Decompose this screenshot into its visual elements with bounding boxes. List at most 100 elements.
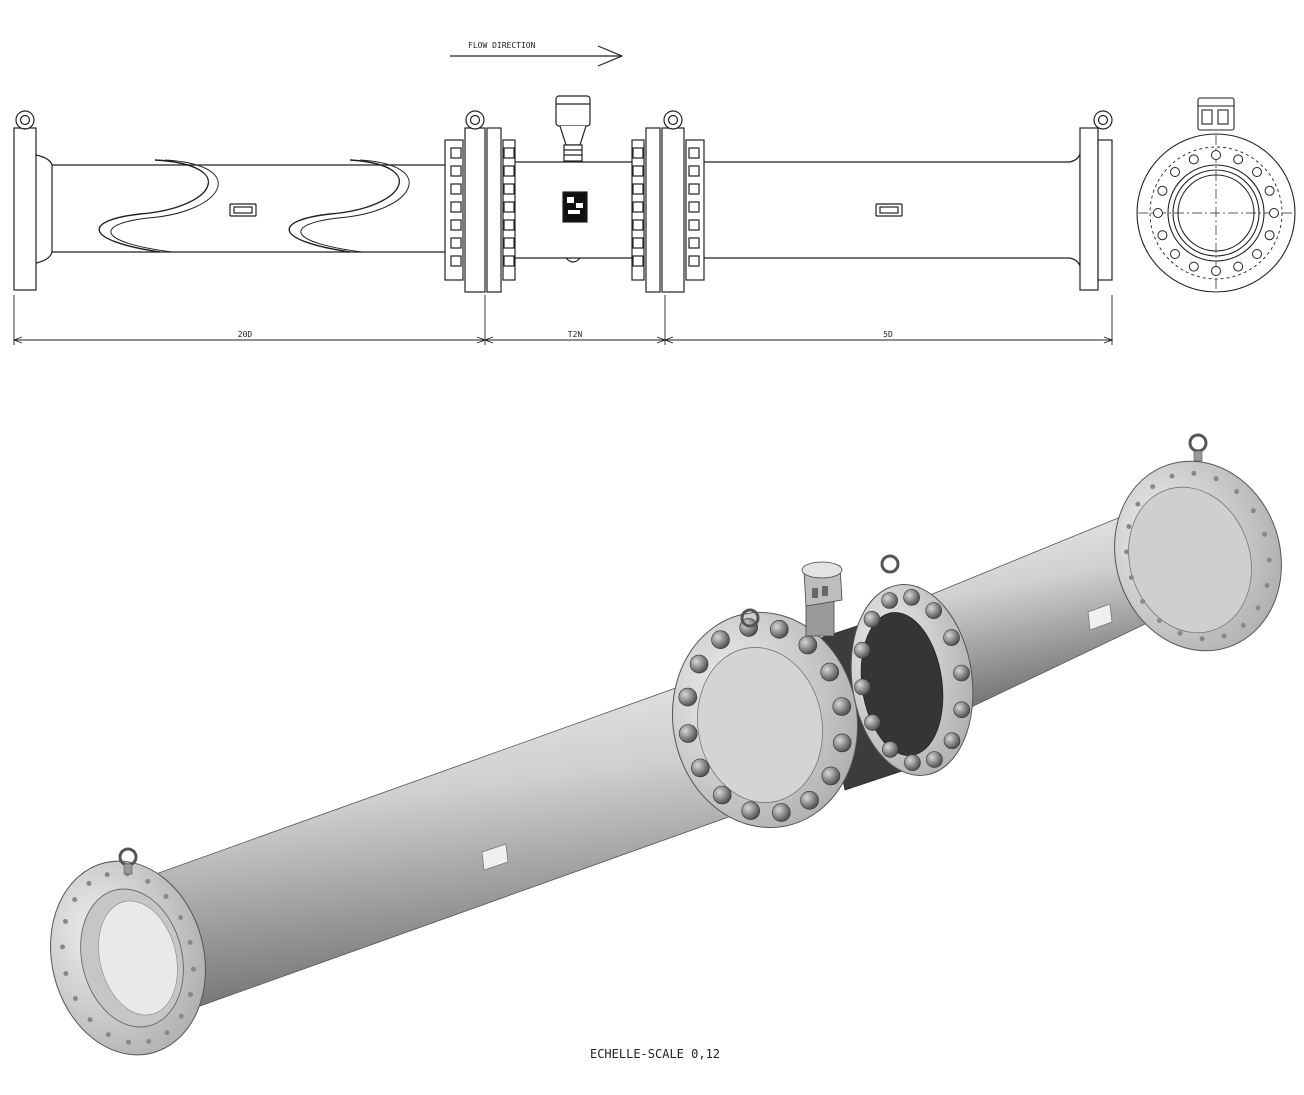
bolt-nut bbox=[863, 610, 881, 628]
iso-downstream-meter-bolts bbox=[853, 589, 971, 771]
bolt-hole bbox=[1169, 473, 1175, 479]
bolt-nut bbox=[690, 758, 710, 778]
bolt-hole bbox=[1252, 167, 1262, 177]
bolt-hole bbox=[145, 878, 151, 884]
bolt-nut bbox=[926, 751, 943, 768]
bolt-hole bbox=[187, 940, 193, 945]
bolt-hole bbox=[63, 971, 69, 976]
iso-left-flange-bolts bbox=[60, 871, 196, 1045]
bolt-nut bbox=[678, 687, 698, 707]
bolt-hole bbox=[191, 966, 196, 972]
bolt-hole bbox=[86, 880, 92, 886]
bolt-nut bbox=[800, 790, 819, 810]
bolt-nut bbox=[711, 630, 730, 650]
bolt-hole bbox=[1140, 598, 1146, 604]
bolt-hole bbox=[1211, 150, 1221, 160]
bolt-nut bbox=[821, 766, 841, 786]
isometric-view bbox=[50, 433, 1282, 1056]
bolt-hole bbox=[1177, 630, 1183, 636]
bolt-nut bbox=[953, 701, 971, 719]
bolt-nut bbox=[832, 733, 852, 753]
bolt-hole bbox=[104, 872, 110, 878]
bolt-hole bbox=[1188, 154, 1199, 165]
bolt-hole bbox=[1211, 266, 1221, 276]
end-view bbox=[1136, 97, 1296, 293]
bolt-hole bbox=[72, 897, 78, 903]
bolt-hole bbox=[1264, 185, 1275, 196]
bolt-hole bbox=[1262, 531, 1268, 537]
bolt-nut bbox=[864, 714, 881, 731]
iso-right-end-flange bbox=[1114, 433, 1282, 652]
side-view bbox=[13, 95, 1113, 293]
bolt-nut bbox=[953, 664, 970, 682]
upstream-pipe bbox=[52, 159, 445, 253]
downstream-meter-flange bbox=[631, 110, 705, 293]
dimension-label-upstream: 20D bbox=[238, 330, 253, 339]
dimension-label-downstream: 5D bbox=[883, 330, 893, 339]
bolt-nut bbox=[771, 803, 791, 822]
bolt-nut bbox=[769, 619, 789, 639]
bolt-hole bbox=[1234, 489, 1240, 494]
meter-body bbox=[515, 95, 632, 263]
bolt-hole bbox=[1157, 185, 1168, 196]
bolt-hole bbox=[105, 1032, 111, 1038]
bolt-nut bbox=[854, 678, 871, 696]
iso-left-end-flange bbox=[50, 847, 206, 1056]
bolt-nut bbox=[741, 801, 761, 821]
bolt-hole bbox=[1191, 470, 1197, 476]
dimension-lines bbox=[12, 295, 1114, 345]
bolt-hole bbox=[1128, 575, 1134, 581]
bolt-nut bbox=[678, 724, 698, 743]
bolt-hole bbox=[178, 915, 184, 920]
bolt-hole bbox=[1266, 557, 1272, 563]
bolt-hole bbox=[1233, 261, 1244, 272]
upstream-meter-flange bbox=[444, 110, 516, 293]
bolt-hole bbox=[60, 944, 65, 950]
downstream-pipe bbox=[704, 161, 1070, 259]
flow-direction-label: FLOW DIRECTION bbox=[468, 41, 536, 50]
bolt-hole bbox=[1264, 583, 1270, 588]
right-end-flange bbox=[1069, 110, 1113, 291]
bolt-hole bbox=[1264, 230, 1275, 241]
bolt-hole bbox=[1250, 508, 1256, 514]
end-view-bolt-circle bbox=[1153, 150, 1279, 276]
bolt-hole bbox=[1255, 605, 1261, 611]
bolt-nut bbox=[853, 641, 871, 659]
bolt-nut bbox=[904, 754, 921, 771]
bolt-hole bbox=[1269, 208, 1279, 218]
bolt-hole bbox=[1126, 524, 1132, 529]
iso-downstream-meter-flange bbox=[850, 554, 974, 776]
bolt-hole bbox=[188, 992, 193, 997]
bolt-nut bbox=[903, 589, 920, 606]
iso-right-flange-bolts bbox=[1124, 470, 1272, 642]
bolt-hole bbox=[1199, 636, 1205, 642]
iso-upstream-meter-flange bbox=[671, 608, 859, 829]
bolt-nut bbox=[925, 602, 943, 619]
bolt-hole bbox=[1170, 249, 1180, 259]
bolt-nut bbox=[820, 662, 840, 682]
left-end-flange bbox=[13, 110, 53, 291]
bolt-hole bbox=[63, 919, 68, 924]
bolt-hole bbox=[1240, 622, 1246, 628]
bolt-hole bbox=[178, 1013, 184, 1019]
iso-transmitter-head bbox=[801, 561, 843, 637]
bolt-hole bbox=[126, 1039, 132, 1045]
bolt-nut bbox=[832, 697, 852, 716]
bolt-nut bbox=[712, 785, 732, 805]
bolt-hole bbox=[1124, 549, 1130, 555]
bolt-hole bbox=[1188, 261, 1199, 272]
dimension-label-meter: T2N bbox=[568, 330, 583, 339]
bolt-hole bbox=[1135, 501, 1141, 507]
bolt-hole bbox=[1150, 484, 1156, 490]
scale-label: ECHELLE-SCALE 0,12 bbox=[590, 1047, 720, 1061]
bolt-hole bbox=[164, 1030, 170, 1036]
bolt-hole bbox=[146, 1038, 152, 1044]
bolt-hole bbox=[72, 996, 78, 1001]
bolt-hole bbox=[1221, 633, 1227, 639]
bolt-hole bbox=[1157, 230, 1168, 241]
bolt-hole bbox=[163, 893, 169, 899]
bolt-hole bbox=[1170, 167, 1180, 177]
bolt-nut bbox=[943, 732, 961, 750]
bolt-nut bbox=[881, 592, 898, 609]
